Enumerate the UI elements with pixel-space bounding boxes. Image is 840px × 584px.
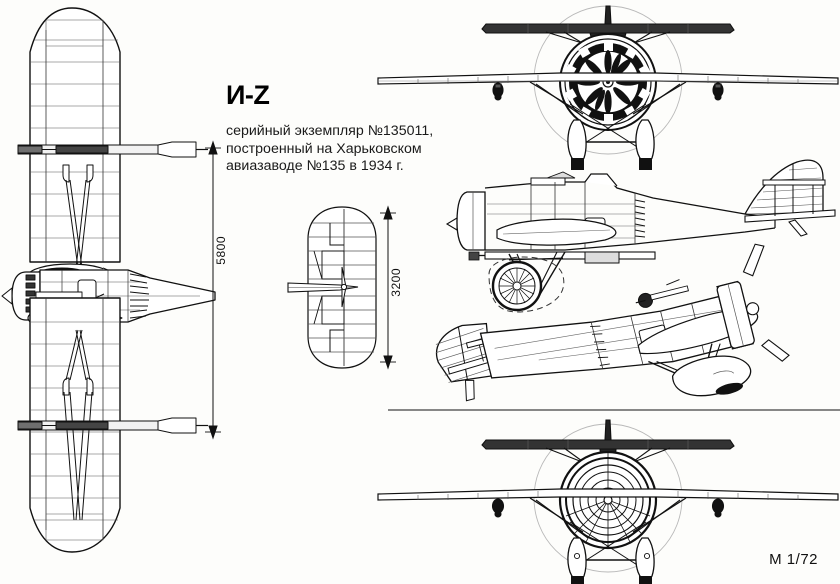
side-view-ground-drawing [388, 243, 840, 411]
dimension-label-wingspan: 5800 [214, 236, 228, 265]
scale-note: M 1/72 [769, 551, 818, 568]
caption-line-3: авиазаводе №135 в 1934 г. [226, 158, 404, 174]
gun-sight [635, 279, 689, 308]
wing-gun-left [492, 82, 504, 101]
aircraft-designation: И-Z [226, 80, 270, 110]
front-elevation [377, 2, 839, 170]
landing-gear [529, 81, 687, 170]
plan-view-drawing [1, 7, 216, 553]
gun-upper [17, 141, 208, 158]
dimension-tailplane [380, 205, 396, 370]
wing-gun-right-rear [711, 498, 725, 518]
side-view-drawing [445, 159, 836, 313]
side-elevation-ground-attitude [388, 243, 840, 416]
rear-elevation [377, 418, 839, 584]
side-elevation [445, 152, 836, 313]
radial-engine [559, 33, 657, 131]
landing-gear-ground [648, 343, 752, 397]
caption-line-2: построенный на Харьковском [226, 140, 422, 157]
gun-lower [17, 417, 208, 434]
landing-gear-side [488, 251, 566, 313]
title-block: И-Z серийный экземпляр №135011, построен… [226, 82, 436, 176]
dimension-wingspan [205, 140, 221, 440]
tailplane-drawing [287, 206, 377, 369]
caption-line-1: серийный экземпляр №135011, [226, 123, 434, 139]
wing-gun-right [712, 82, 724, 101]
rear-fuselage-rings [558, 450, 658, 550]
rear-view-drawing [377, 419, 839, 584]
wing-gun-left-rear [491, 498, 505, 518]
landing-gear-rear [529, 497, 687, 584]
tailplane-plan-detail [287, 205, 385, 370]
dimension-label-tailplane-span: 3200 [389, 268, 403, 297]
spat-outline-dashed [488, 256, 565, 313]
front-view-drawing [377, 5, 839, 170]
plan-view [0, 0, 216, 560]
